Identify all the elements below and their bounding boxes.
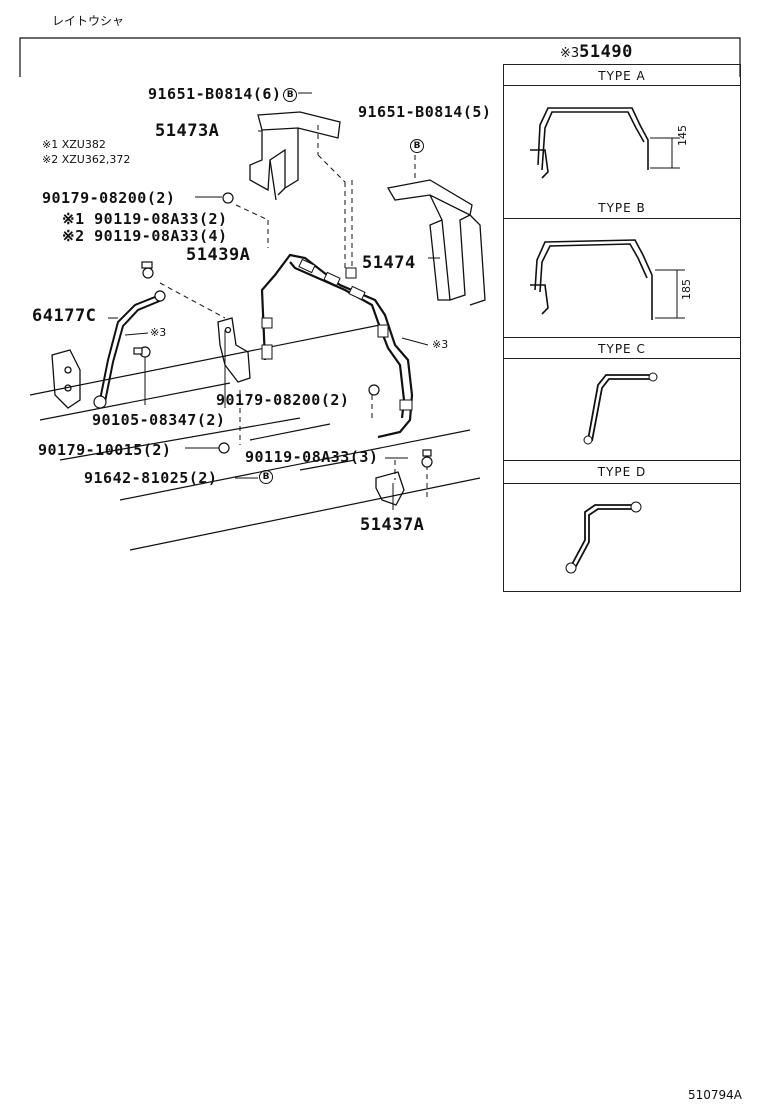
part-90179-08200-b: 90179-08200(2) bbox=[216, 391, 350, 409]
type-b-dim bbox=[655, 269, 685, 319]
part-64177c: 64177C bbox=[32, 306, 97, 326]
part-90119-08a33-4: ※2 90119-08A33(4) bbox=[62, 227, 228, 245]
type-c-end-2 bbox=[583, 435, 593, 445]
part-90105-08347: 90105-08347(2) bbox=[92, 411, 226, 429]
frame-line bbox=[19, 37, 741, 77]
type-c-label: TYPE C bbox=[598, 342, 646, 356]
type-d-end-2 bbox=[565, 562, 577, 574]
bracket-small bbox=[217, 317, 251, 383]
truck-frame bbox=[29, 324, 481, 551]
dimension-145: 145 bbox=[676, 125, 689, 146]
part-51437a: 51437A bbox=[360, 515, 425, 535]
type-c-divider bbox=[504, 358, 740, 359]
type-b-label: TYPE B bbox=[598, 201, 646, 215]
type-a-label: TYPE A bbox=[598, 69, 646, 83]
left-tube bbox=[99, 294, 163, 403]
circle-b-icon: B bbox=[259, 470, 273, 484]
part-number: 91642-81025(2) bbox=[84, 469, 218, 487]
bracket-51474 bbox=[386, 179, 486, 306]
leader-lines bbox=[108, 92, 440, 510]
part-90179-10015: 90179-10015(2) bbox=[38, 441, 172, 459]
left-tube-top bbox=[154, 290, 166, 302]
type-a-dim bbox=[650, 137, 680, 169]
mark-3-left: ※3 bbox=[150, 326, 167, 339]
left-tube-end bbox=[93, 395, 107, 409]
type-b-sketch bbox=[530, 239, 653, 320]
type-d-divider-top bbox=[504, 460, 740, 461]
bracket-51473a bbox=[249, 111, 341, 201]
type-a-sketch bbox=[530, 107, 649, 179]
bracket-64177c bbox=[51, 349, 81, 409]
part-91651-b0814-6: 91651-B0814(6)B bbox=[148, 85, 298, 103]
panel-title-part: 51490 bbox=[579, 42, 633, 62]
dimension-185: 185 bbox=[680, 279, 693, 300]
tube-assembly bbox=[260, 253, 414, 439]
part-51474: 51474 bbox=[362, 253, 416, 273]
tube-clamps bbox=[261, 258, 413, 411]
panel-title-mark: ※3 bbox=[560, 46, 580, 61]
guide-lines bbox=[159, 125, 428, 500]
part-91642-81025: 91642-81025(2) bbox=[84, 469, 217, 487]
part-91651-b0814-5: 91651-B0814(5) bbox=[358, 103, 491, 121]
type-panel: TYPE A TYPE B TYPE C TYPE D bbox=[503, 64, 741, 592]
part-number: 91651-B0814(5) bbox=[358, 103, 492, 121]
type-d-end-1 bbox=[630, 501, 642, 513]
type-a-divider bbox=[504, 85, 740, 86]
type-d-label: TYPE D bbox=[597, 465, 647, 479]
part-90179-08200-a: 90179-08200(2) bbox=[42, 189, 176, 207]
diagram-code: 510794A bbox=[688, 1088, 743, 1102]
bracket-51437a bbox=[375, 471, 405, 506]
type-d-divider bbox=[504, 483, 740, 484]
type-d-sketch bbox=[569, 504, 632, 571]
note-2: ※2 XZU362,372 bbox=[42, 153, 131, 166]
note-1: ※1 XZU382 bbox=[42, 138, 106, 151]
part-51439a: 51439A bbox=[186, 245, 251, 265]
header-title: レイトウシャ bbox=[52, 14, 125, 28]
part-number: 91651-B0814(6) bbox=[148, 85, 282, 103]
fasteners bbox=[133, 192, 433, 468]
type-c-divider-top bbox=[504, 337, 740, 338]
part-51473a: 51473A bbox=[155, 121, 220, 141]
circle-b-icon: B bbox=[410, 139, 424, 153]
part-90119-08a33-3: 90119-08A33(3) bbox=[245, 448, 379, 466]
type-c-sketch bbox=[587, 374, 650, 442]
circle-b-icon: B bbox=[283, 87, 298, 102]
part-90119-08a33-2: ※1 90119-08A33(2) bbox=[62, 210, 228, 228]
type-c-end-1 bbox=[648, 372, 658, 382]
panel-title: ※351490 bbox=[560, 42, 633, 62]
mark-3-right: ※3 bbox=[432, 338, 449, 351]
type-b-top-line bbox=[503, 218, 740, 219]
